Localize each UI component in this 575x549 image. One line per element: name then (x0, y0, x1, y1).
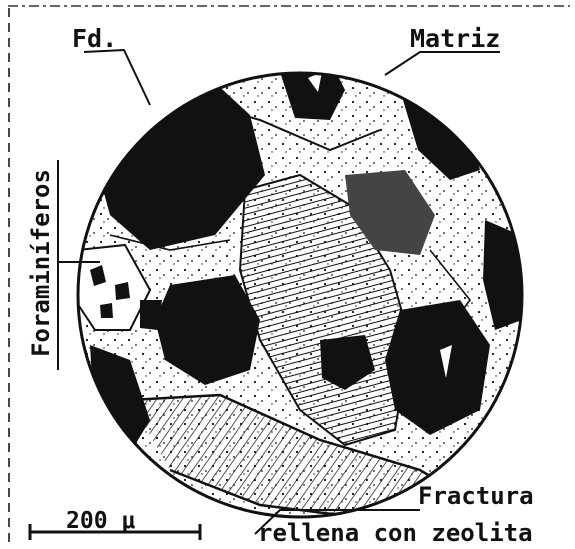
field-of-view (70, 60, 530, 530)
foraminiferos-label: Foraminíferos (29, 169, 53, 357)
fd-label: Fd. (72, 26, 117, 51)
matriz-label: Matriz (410, 26, 500, 51)
fracture-label-line2: rellena con zeolita (258, 521, 533, 545)
scale-label: 200 μ (66, 510, 135, 533)
fracture-label-line1: Fractura (418, 484, 534, 508)
matriz-leader-line (385, 52, 500, 75)
fd-leader-line (84, 50, 150, 105)
